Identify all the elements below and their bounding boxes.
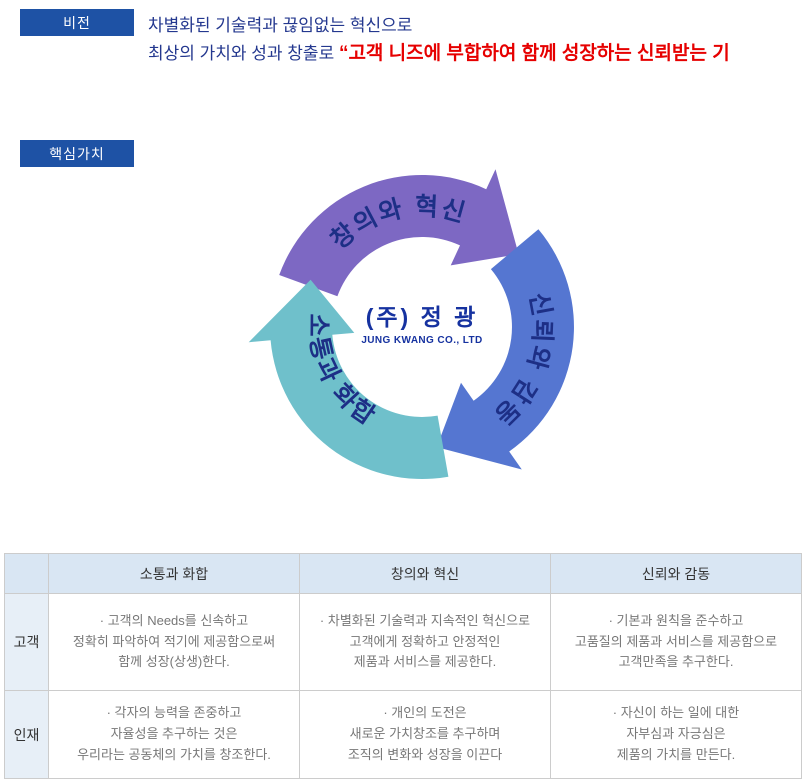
vision-text-line2: 최상의 가치와 성과 창출로 “고객 니즈에 부합하여 함께 성장하는 신뢰받는… bbox=[148, 38, 730, 65]
vision-text-line1: 차별화된 기술력과 끊임없는 혁신으로 bbox=[148, 16, 413, 35]
row-label-talent: 인재 bbox=[4, 690, 49, 779]
core-values-cycle-diagram: 창의와 혁신 신뢰와 감동 소통과 화합 bbox=[248, 169, 574, 480]
row-label-customer: 고객 bbox=[4, 593, 49, 691]
arrow-creativity-innovation bbox=[279, 169, 519, 297]
table-corner-cell bbox=[4, 553, 49, 594]
cell-talent-creativity: · 개인의 도전은 새로운 가치창조를 추구하며 조직의 변화와 성장을 이끈다 bbox=[299, 690, 551, 779]
cell-customer-communication: · 고객의 Needs를 신속하고 정확히 파악하여 적기에 제공함으로써 함께… bbox=[48, 593, 300, 691]
company-logo-english: JUNG KWANG CO., LTD bbox=[361, 335, 483, 346]
table-row-talent: 인재 · 각자의 능력을 존중하고 자율성을 추구하는 것은 우리라는 공동체의… bbox=[4, 690, 802, 779]
cell-customer-creativity: · 차별화된 기술력과 지속적인 혁신으로 고객에게 정확하고 안정적인 제품과… bbox=[299, 593, 551, 691]
cell-customer-trust: · 기본과 원칙을 준수하고 고품질의 제품과 서비스를 제공함으로 고객만족을… bbox=[550, 593, 802, 691]
table-header-communication: 소통과 화합 bbox=[48, 553, 300, 594]
cell-talent-trust: · 자신이 하는 일에 대한 자부심과 자긍심은 제품의 가치를 만든다. bbox=[550, 690, 802, 779]
vision-line2-highlight: “고객 니즈에 부합하여 함께 성장하는 신뢰받는 기 bbox=[338, 43, 730, 64]
arrow-communication-harmony bbox=[248, 279, 449, 480]
company-logo: (주) 정 광 JUNG KWANG CO., LTD bbox=[327, 298, 517, 346]
table-header-trust: 신뢰와 감동 bbox=[550, 553, 802, 594]
cell-talent-communication: · 각자의 능력을 존중하고 자율성을 추구하는 것은 우리라는 공동체의 가치… bbox=[48, 690, 300, 779]
core-values-label: 핵심가치 bbox=[20, 140, 134, 167]
vision-label: 비전 bbox=[20, 9, 134, 36]
table-row-customer: 고객 · 고객의 Needs를 신속하고 정확히 파악하여 적기에 제공함으로써… bbox=[4, 593, 802, 691]
core-values-table: 소통과 화합 창의와 혁신 신뢰와 감동 고객 · 고객의 Needs를 신속하… bbox=[4, 553, 802, 779]
arrow-trust-impression bbox=[436, 229, 574, 470]
table-header-creativity: 창의와 혁신 bbox=[299, 553, 551, 594]
company-logo-korean: (주) 정 광 bbox=[365, 304, 479, 330]
table-header-row: 소통과 화합 창의와 혁신 신뢰와 감동 bbox=[4, 553, 802, 594]
vision-line2-prefix: 최상의 가치와 성과 창출로 bbox=[148, 44, 339, 63]
